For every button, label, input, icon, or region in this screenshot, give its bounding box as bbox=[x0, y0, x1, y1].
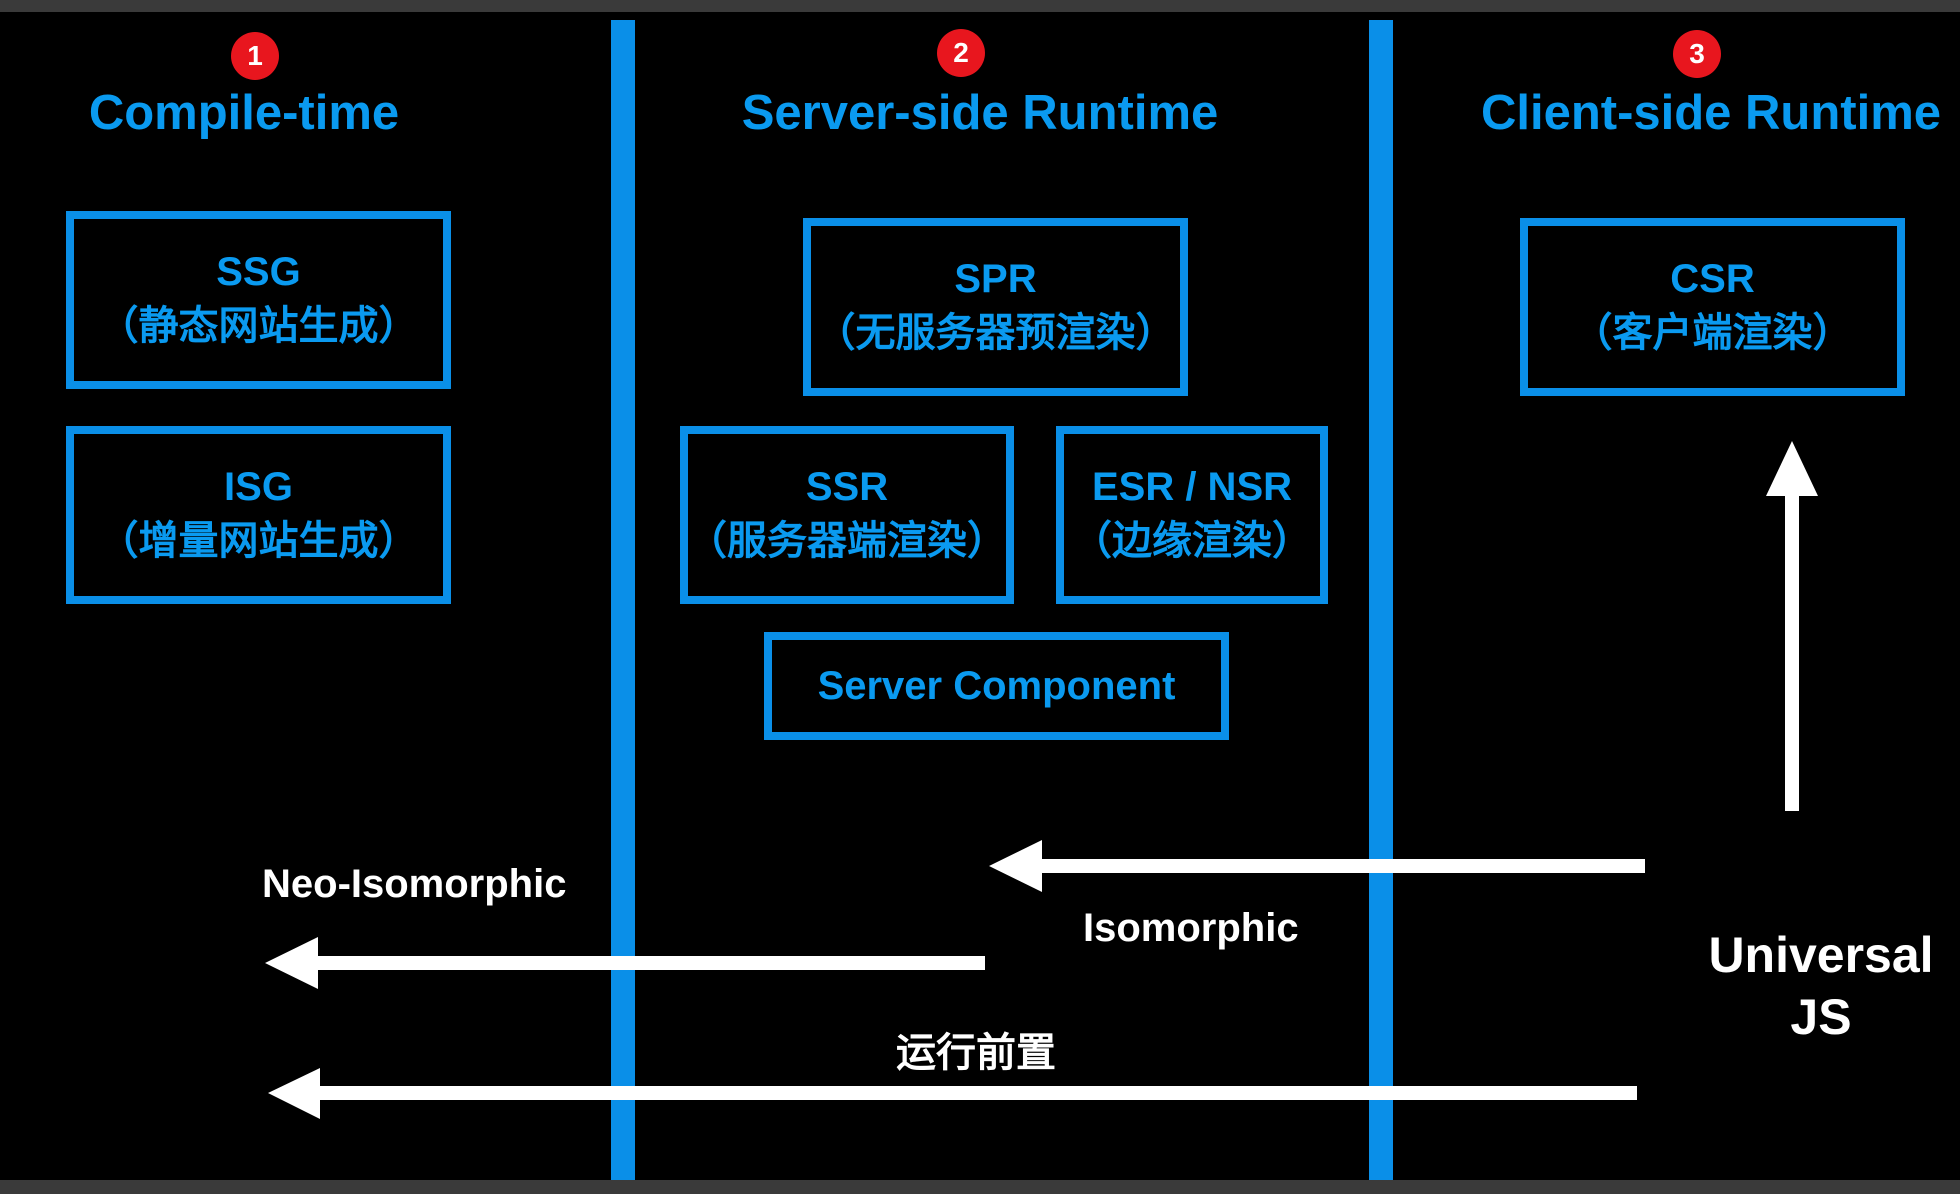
isomorphic-arrow bbox=[989, 840, 1645, 892]
server-component-title: Server Component bbox=[817, 664, 1176, 708]
esr-nsr-title: ESR / NSR bbox=[1091, 465, 1293, 509]
step-badge-3: 3 bbox=[1673, 30, 1721, 78]
ssg-box: SSG （静态网站生成） bbox=[66, 211, 451, 389]
neo-isomorphic-label: Neo-Isomorphic bbox=[262, 862, 567, 906]
csr-subtitle: （客户端渲染） bbox=[1572, 310, 1853, 356]
step-badge-1: 1 bbox=[231, 32, 279, 80]
universal-js-line1: Universal bbox=[1708, 927, 1934, 983]
universal-js-line2: JS bbox=[1790, 989, 1852, 1045]
run-ahead-label: 运行前置 bbox=[896, 1030, 1056, 1076]
isg-box: ISG （增量网站生成） bbox=[66, 426, 451, 604]
isg-subtitle: （增量网站生成） bbox=[98, 518, 419, 564]
top-frame-bar bbox=[0, 0, 1960, 12]
column-title-server-side-runtime: Server-side Runtime bbox=[741, 86, 1219, 140]
esr-nsr-box: ESR / NSR （边缘渲染） bbox=[1056, 426, 1328, 604]
csr-box: CSR （客户端渲染） bbox=[1520, 218, 1905, 396]
ssr-box: SSR （服务器端渲染） bbox=[680, 426, 1014, 604]
column-divider-right bbox=[1369, 20, 1393, 1180]
run-ahead-arrow bbox=[268, 1068, 1637, 1119]
csr-title: CSR bbox=[1670, 257, 1755, 301]
step-badge-2: 2 bbox=[937, 29, 985, 77]
isg-title: ISG bbox=[224, 465, 293, 509]
isomorphic-label: Isomorphic bbox=[1083, 906, 1299, 950]
server-component-box: Server Component bbox=[764, 632, 1229, 740]
neo-isomorphic-arrow bbox=[265, 937, 985, 989]
esr-nsr-subtitle: （边缘渲染） bbox=[1072, 518, 1312, 564]
column-divider-left bbox=[611, 20, 635, 1180]
universal-to-csr-arrow bbox=[1766, 441, 1818, 811]
spr-box: SPR （无服务器预渲染） bbox=[803, 218, 1188, 396]
bottom-frame-bar bbox=[0, 1180, 1960, 1194]
column-title-client-side-runtime: Client-side Runtime bbox=[1480, 86, 1942, 140]
ssr-title: SSR bbox=[805, 465, 889, 509]
ssg-subtitle: （静态网站生成） bbox=[98, 303, 419, 349]
spr-subtitle: （无服务器预渲染） bbox=[815, 310, 1176, 356]
column-title-compile-time: Compile-time bbox=[88, 86, 400, 140]
ssg-title: SSG bbox=[216, 250, 301, 294]
universal-js-label: Universal JS bbox=[1706, 924, 1936, 1048]
ssr-subtitle: （服务器端渲染） bbox=[687, 518, 1007, 564]
spr-title: SPR bbox=[954, 257, 1037, 301]
